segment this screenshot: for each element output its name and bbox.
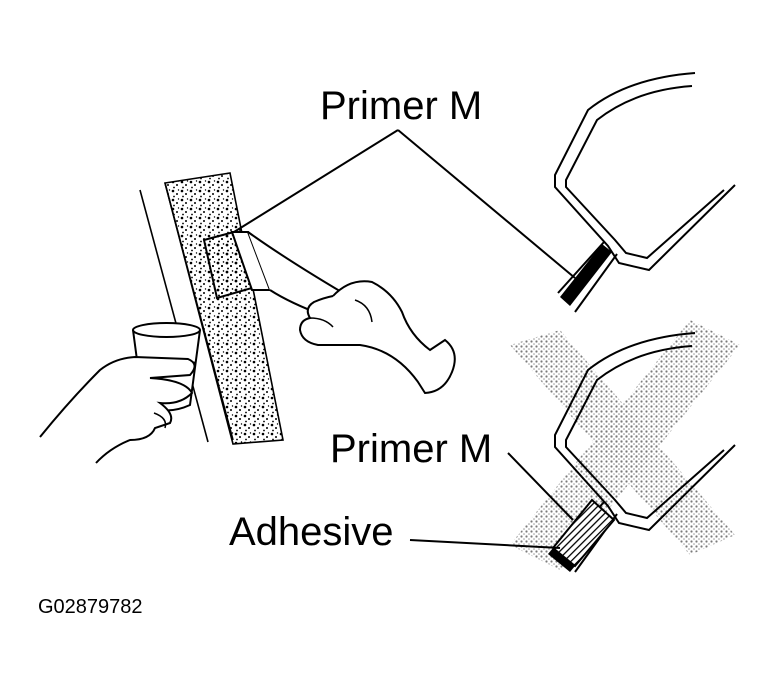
leader-lines [233,129,576,549]
primer-m-label-bottom: Primer M [330,427,493,471]
left-hand-icon [39,355,196,464]
adhesive-label: Adhesive [229,510,394,554]
primer-m-label-top: Primer M [320,84,483,128]
incorrect-panel-profile [548,332,736,573]
glass-panel-illustration [139,172,284,445]
correct-panel-profile [554,72,736,313]
cross-out-x-mark [510,320,740,570]
figure-id: G02879782 [38,596,143,618]
right-hand-icon [298,280,456,395]
